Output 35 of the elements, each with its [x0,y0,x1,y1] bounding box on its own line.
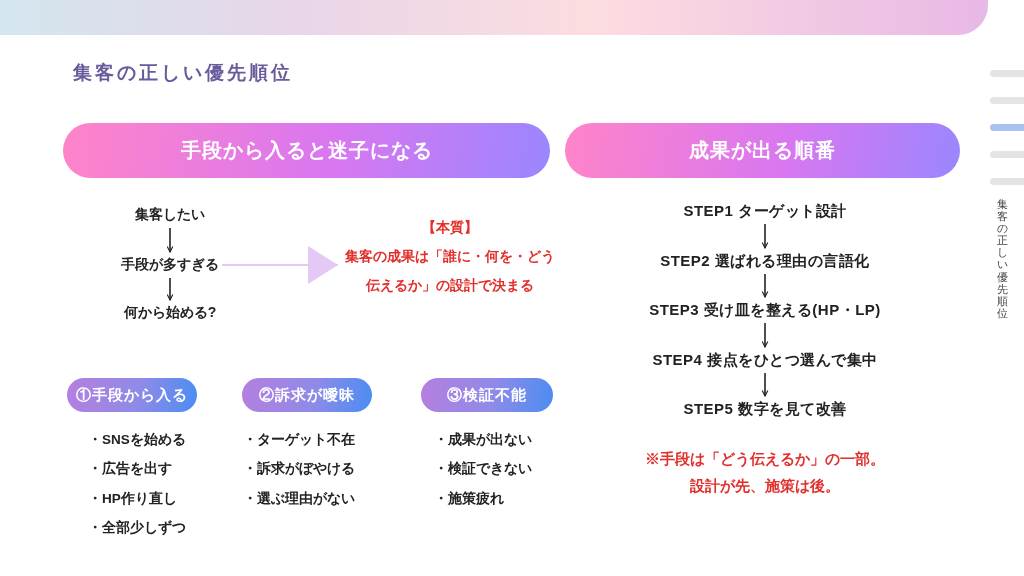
key-point-text: 集客の成果は「誰に・何を・どう伝えるか」の設計で決まる [344,246,556,295]
heading-pill: 成果が出る順番 [565,123,960,178]
bullet-item: ・訴求がぼやける [243,460,355,478]
flow-step: 集客したい [135,206,205,224]
bullet-item: ・施策疲れ [434,490,504,508]
slide-title: 集客の正しい優先順位 [73,61,293,85]
bullet-item: ・成果が出ない [434,431,532,449]
category-pill: ②訴求が曖昧 [242,378,372,412]
bullet-item: ・HP作り直し [88,490,177,508]
category-pill: ③検証不能 [421,378,553,412]
bullet-item: ・広告を出す [88,460,172,478]
down-arrow [761,273,769,298]
down-arrow [761,223,769,249]
down-arrow [761,322,769,348]
down-arrow [761,372,769,397]
bullet-item: ・全部少しずつ [88,519,186,537]
flow-step: 何から始める? [123,304,217,322]
chevron-arrow [221,246,339,284]
category-pill: ①手段から入る [67,378,197,412]
flow-step: 手段が多すぎる [121,256,219,274]
bullet-item: ・検証できない [434,460,532,478]
bullet-item: ・選ぶ理由がない [243,490,355,508]
vertical-label: 集客の正しい優先順位 [997,198,1008,319]
down-arrow [166,277,174,301]
key-point-heading: 【本質】 [422,217,478,237]
step-item: STEP5 数字を見て改善 [683,399,847,419]
note-text: ※手段は「どう伝えるか」の一部。設計が先、施策は後。 [644,450,886,496]
step-item: STEP1 ターゲット設計 [683,201,847,221]
step-item: STEP4 接点をひとつ選んで集中 [652,350,878,370]
step-item: STEP2 選ばれる理由の言語化 [660,251,870,271]
bullet-item: ・SNSを始める [88,431,186,449]
heading-pill: 手段から入ると迷子になる [63,123,550,178]
step-item: STEP3 受け皿を整える(HP・LP) [649,300,881,320]
down-arrow [166,227,174,253]
bullet-item: ・ターゲット不在 [243,431,355,449]
